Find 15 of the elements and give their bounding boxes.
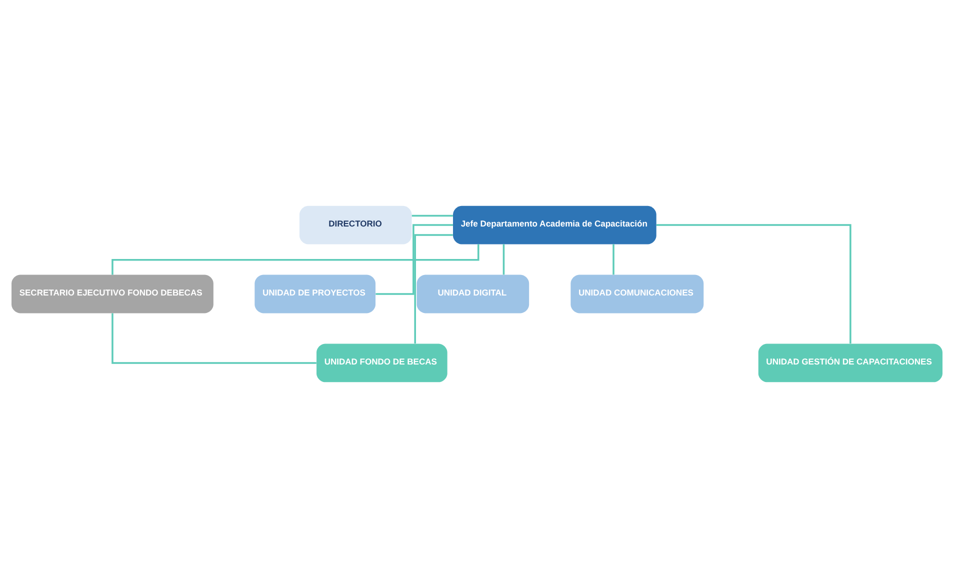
node-box: Jefe Departamento Academia de Capacitación [453,206,656,244]
node-box: SECRETARIO EJECUTIVO FONDO DEBECAS [12,274,214,314]
connector [656,224,852,344]
connector [414,234,453,344]
connector [612,244,614,275]
node-box: UNIDAD DIGITAL [416,274,530,314]
node-box: UNIDAD FONDO DE BECAS [316,344,448,382]
connector [502,244,505,275]
node-box: UNIDAD COMUNICACIONES [570,274,704,314]
node-box: DIRECTORIO [299,206,412,244]
node-box: UNIDAD DE PROYECTOS [254,274,376,314]
connector [412,214,453,217]
connector [376,224,453,295]
node-box: UNIDAD GESTIÓN DE CAPACITACIONES [758,344,942,382]
connector [112,313,316,364]
